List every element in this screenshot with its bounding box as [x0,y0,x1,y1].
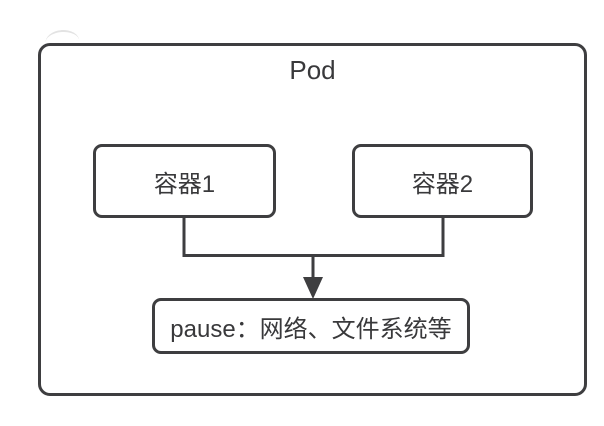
scan-artifact [44,28,80,44]
pod-title: Pod [289,55,336,85]
container-2-box: 容器2 [352,144,533,218]
container-1-label: 容器1 [153,170,216,198]
pause-container-box: pause：网络、文件系统等 [152,298,470,354]
pod-boundary-box [38,43,587,396]
pause-container-label: pause：网络、文件系统等 [170,315,452,343]
container-1-box: 容器1 [93,144,276,218]
container-2-label: 容器2 [411,170,474,198]
